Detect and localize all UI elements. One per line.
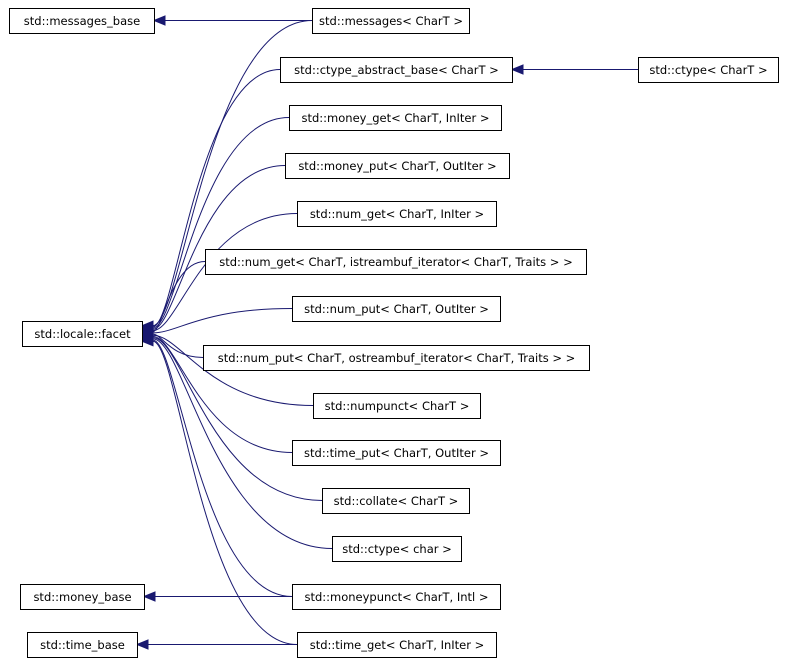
arrow-head-icon [142,591,156,602]
edge-time_get-to-time_base [135,639,297,650]
class-node-label: std::messages< CharT > [319,14,463,28]
class-node-box [22,321,143,347]
class-node-time_get[interactable]: std::time_get< CharT, InIter > [297,632,497,658]
class-node-messages_base[interactable]: std::messages_base [9,8,155,34]
class-node-box [297,201,497,227]
class-node-label: std::money_get< CharT, InIter > [302,111,490,125]
class-node-box [312,8,470,34]
class-node-num_get_istream[interactable]: std::num_get< CharT, istreambuf_iterator… [205,249,587,275]
arrow-head-icon [152,15,166,26]
class-node-label: std::ctype_abstract_base< CharT > [294,63,499,77]
class-node-label: std::locale::facet [34,327,131,341]
edge-line [152,261,206,333]
edge-ctype-to-ctype_abstract_base [510,64,638,75]
class-node-box [322,488,470,514]
class-node-box [9,8,155,34]
class-node-label: std::num_get< CharT, istreambuf_iterator… [219,255,573,269]
class-node-messages[interactable]: std::messages< CharT > [312,8,470,34]
edge-money_get-to-facet [140,117,290,334]
class-node-money_base[interactable]: std::money_base [20,584,145,610]
edge-line [152,335,293,453]
class-node-box [289,105,502,131]
class-node-collate[interactable]: std::collate< CharT > [322,488,470,514]
class-node-label: std::num_get< CharT, InIter > [310,207,484,221]
class-node-box [285,153,510,179]
arrow-head-icon [510,64,524,75]
class-node-moneypunct[interactable]: std::moneypunct< CharT, Intl > [292,584,501,610]
class-node-money_get[interactable]: std::money_get< CharT, InIter > [289,105,502,131]
class-node-label: std::collate< CharT > [334,494,459,508]
class-node-label: std::numpunct< CharT > [325,399,470,413]
class-node-box [292,296,501,322]
class-node-ctype_char[interactable]: std::ctype< char > [332,536,462,562]
class-node-box [20,584,145,610]
edge-line [152,338,333,549]
class-node-box [313,393,481,419]
class-node-box [297,632,497,658]
class-node-label: std::time_get< CharT, InIter > [310,638,485,652]
edge-line [152,213,298,331]
class-node-ctype[interactable]: std::ctype< CharT > [638,57,779,83]
class-node-label: std::num_put< CharT, ostreambuf_iterator… [218,351,576,365]
class-node-label: std::num_put< CharT, OutIter > [304,302,489,316]
class-node-label: std::money_put< CharT, OutIter > [298,159,496,173]
class-node-box [280,57,513,83]
class-node-box [292,584,501,610]
class-node-box [292,440,501,466]
class-node-num_get[interactable]: std::num_get< CharT, InIter > [297,201,497,227]
class-node-time_put[interactable]: std::time_put< CharT, OutIter > [292,440,501,466]
edge-line [152,69,281,328]
edge-num_put-to-facet [140,308,293,339]
edge-line [152,308,293,334]
class-node-numpunct[interactable]: std::numpunct< CharT > [313,393,481,419]
edge-ctype_abstract_base-to-facet [140,69,281,333]
class-node-box [205,249,587,275]
edge-moneypunct-to-money_base [142,591,292,602]
edge-moneypunct-to-facet [140,334,293,597]
class-node-label: std::time_base [40,638,125,652]
class-node-label: std::ctype< char > [342,542,452,556]
edge-line [152,339,293,597]
class-node-label: std::money_base [33,590,131,604]
class-node-label: std::time_put< CharT, OutIter > [304,446,489,460]
class-node-box [332,536,462,562]
edge-line [152,117,290,329]
class-node-num_put[interactable]: std::num_put< CharT, OutIter > [292,296,501,322]
class-node-ctype_abstract_base[interactable]: std::ctype_abstract_base< CharT > [280,57,513,83]
arrow-head-icon [135,639,149,650]
nodes-layer: std::messages_base std::messages< CharT >… [9,8,779,658]
class-node-label: std::ctype< CharT > [649,63,767,77]
class-node-box [203,345,590,371]
class-node-money_put[interactable]: std::money_put< CharT, OutIter > [285,153,510,179]
class-node-label: std::moneypunct< CharT, Intl > [304,590,488,604]
arrow-head-icon [140,336,154,347]
class-node-label: std::messages_base [24,14,140,28]
edge-time_get-to-facet [140,336,298,645]
class-node-time_base[interactable]: std::time_base [27,632,138,658]
class-node-num_put_ostream[interactable]: std::num_put< CharT, ostreambuf_iterator… [203,345,590,371]
class-node-box [27,632,138,658]
edge-line [152,340,298,645]
edge-line [152,333,204,358]
class-node-box [638,57,779,83]
edge-line [152,337,323,501]
edge-line [152,165,286,330]
class-node-facet[interactable]: std::locale::facet [22,321,143,347]
edge-messages-to-messages_base [152,15,312,26]
